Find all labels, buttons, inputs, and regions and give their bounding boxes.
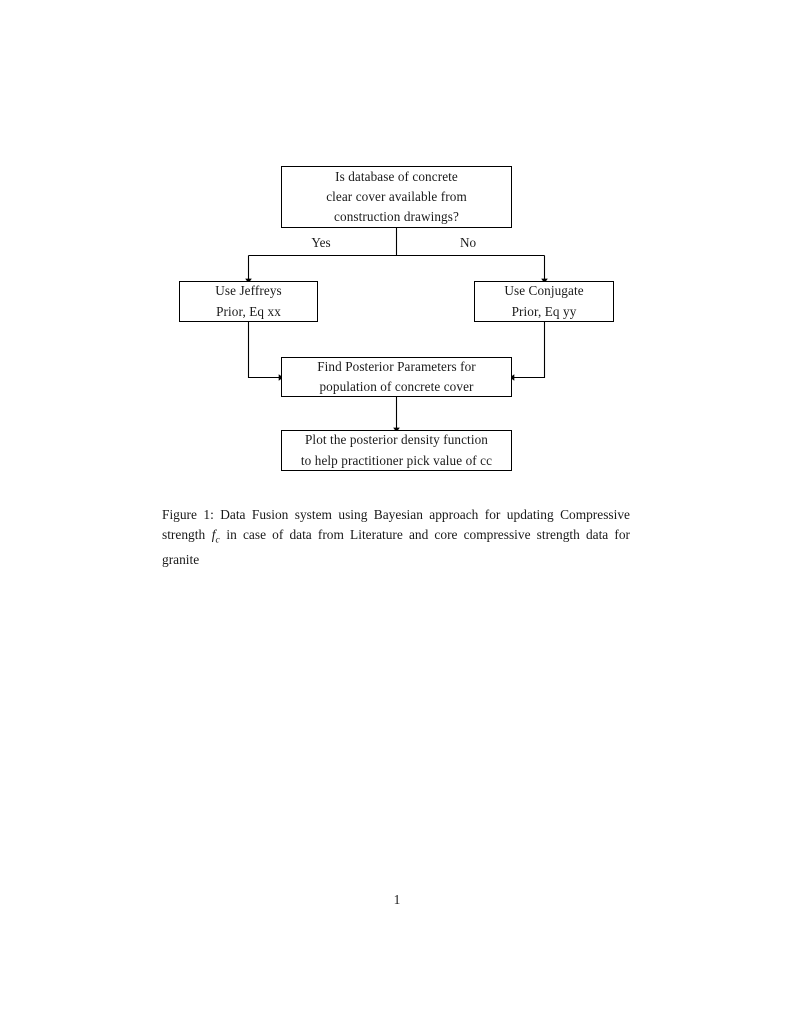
caption-text-after: in case of data from Literature and core…	[162, 526, 630, 568]
caption-math-symbol: fc	[211, 526, 220, 546]
edge-conjugate-to-posterior	[509, 322, 546, 381]
caption-text-before: Data Fusion system using Bayesian approa…	[162, 507, 630, 542]
flow-node-find-posterior[interactable]: Find Posterior Parameters for population…	[281, 357, 512, 397]
page-number: 1	[393, 892, 401, 907]
flow-node-conjugate-line-1: Use Conjugate	[504, 283, 584, 299]
flow-node-decision-line-2: clear cover available from	[326, 188, 467, 204]
caption-label: Figure 1:	[162, 507, 214, 523]
flow-node-plot-density[interactable]: Plot the posterior density function to h…	[281, 430, 512, 471]
flow-node-jeffreys-prior[interactable]: Use Jeffreys Prior, Eq xx	[179, 281, 318, 322]
flow-node-posterior-line-1: Find Posterior Parameters for	[317, 358, 476, 374]
caption-math-base: f	[211, 526, 216, 542]
flow-node-conjugate-prior[interactable]: Use Conjugate Prior, Eq yy	[474, 281, 614, 322]
flow-node-decision-line-1: Is database of concrete	[335, 168, 458, 184]
flow-node-jeffreys-line-2: Prior, Eq xx	[216, 303, 281, 319]
flowchart-connectors	[245, 228, 548, 433]
figure-caption: Figure 1: Data Fusion system using Bayes…	[162, 505, 630, 569]
figure-flowchart: Is database of concrete clear cover avai…	[0, 0, 794, 490]
flow-node-decision-line-3: construction drawings?	[334, 209, 459, 225]
flow-node-plot-line-1: Plot the posterior density function	[305, 432, 488, 448]
flow-node-conjugate-line-2: Prior, Eq yy	[511, 303, 577, 319]
edge-jeffreys-to-posterior	[247, 322, 284, 381]
flow-node-decision[interactable]: Is database of concrete clear cover avai…	[281, 166, 512, 228]
caption-math-subscript: c	[215, 534, 220, 546]
flow-node-posterior-line-2: population of concrete cover	[319, 379, 474, 394]
flow-node-jeffreys-line-1: Use Jeffreys	[215, 283, 282, 299]
edge-label-yes: Yes	[311, 235, 331, 250]
flow-node-plot-line-2: to help practitioner pick value of cc	[300, 452, 493, 468]
edge-label-no: No	[459, 235, 477, 250]
